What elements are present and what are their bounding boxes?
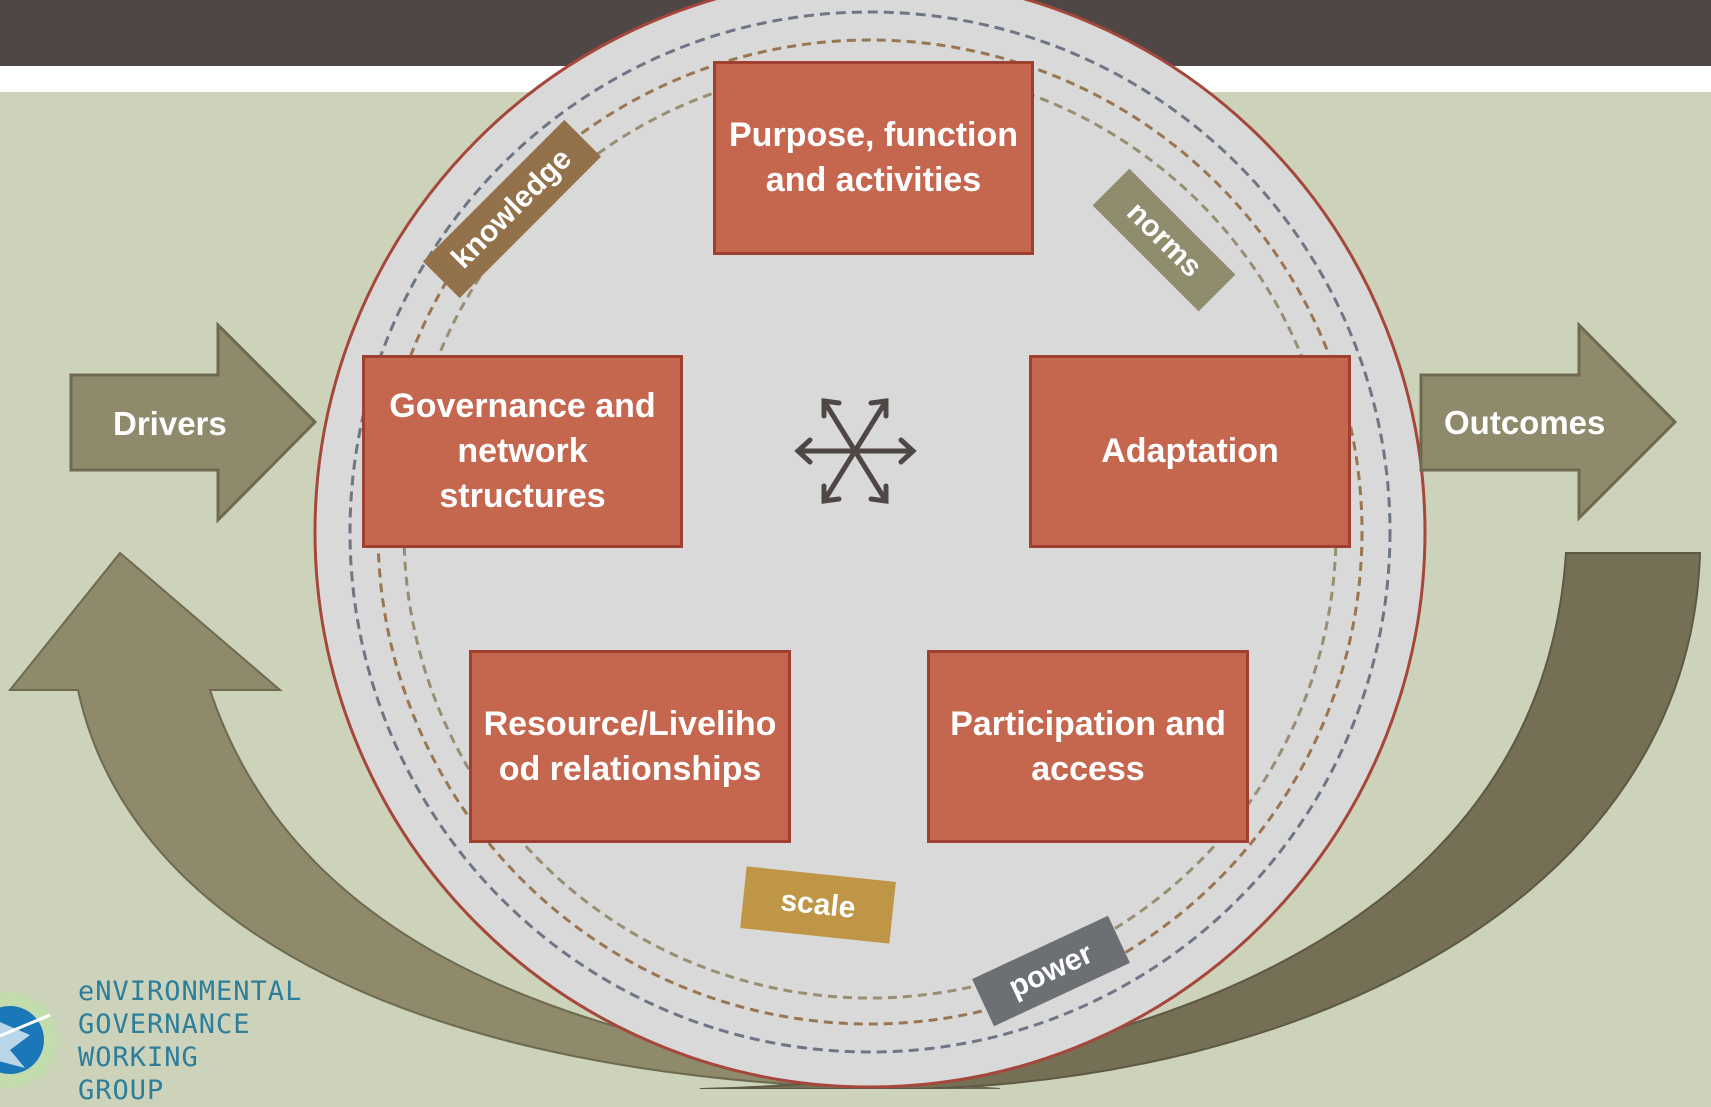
logo-line-4: GROUP (78, 1075, 165, 1106)
drivers-arrow (69, 321, 318, 524)
box-adaptation: Adaptation (1029, 355, 1351, 548)
box-participation-label: Participation and access (950, 704, 1226, 788)
outcomes-arrow (1419, 321, 1678, 522)
box-governance: Governance and network structures (362, 355, 683, 548)
logo-line-3: WORKING (78, 1042, 199, 1073)
drivers-label: Drivers (113, 405, 227, 442)
six-way-arrows-icon (794, 398, 917, 504)
logo-line-2: GOVERNANCE (78, 1009, 251, 1040)
box-governance-label: Governance and network structures (389, 387, 656, 515)
box-resource-label: Resource/Livelihood relationships (483, 704, 777, 788)
box-resource: Resource/Livelihood relationships (469, 650, 791, 843)
feedback-arrow-right (699, 552, 1702, 1089)
logo-wordmark: eNVIRONMENTAL GOVERNANCE WORKING GROUP (78, 975, 302, 1107)
feedback-arrow-left (7, 551, 1001, 1089)
tag-scale-label: scale (778, 884, 858, 925)
outcomes-label: Outcomes (1444, 404, 1606, 441)
dashed-ring-outer (348, 10, 1392, 1054)
logo-line-1: eNVIRONMENTAL (78, 976, 303, 1007)
box-purpose-label: Purpose, function and activities (729, 116, 1018, 199)
box-purpose: Purpose, function and activities (713, 61, 1034, 255)
box-participation: Participation and access (927, 650, 1249, 843)
globe-logo-icon (0, 992, 58, 1088)
box-adaptation-label: Adaptation (1101, 432, 1279, 470)
